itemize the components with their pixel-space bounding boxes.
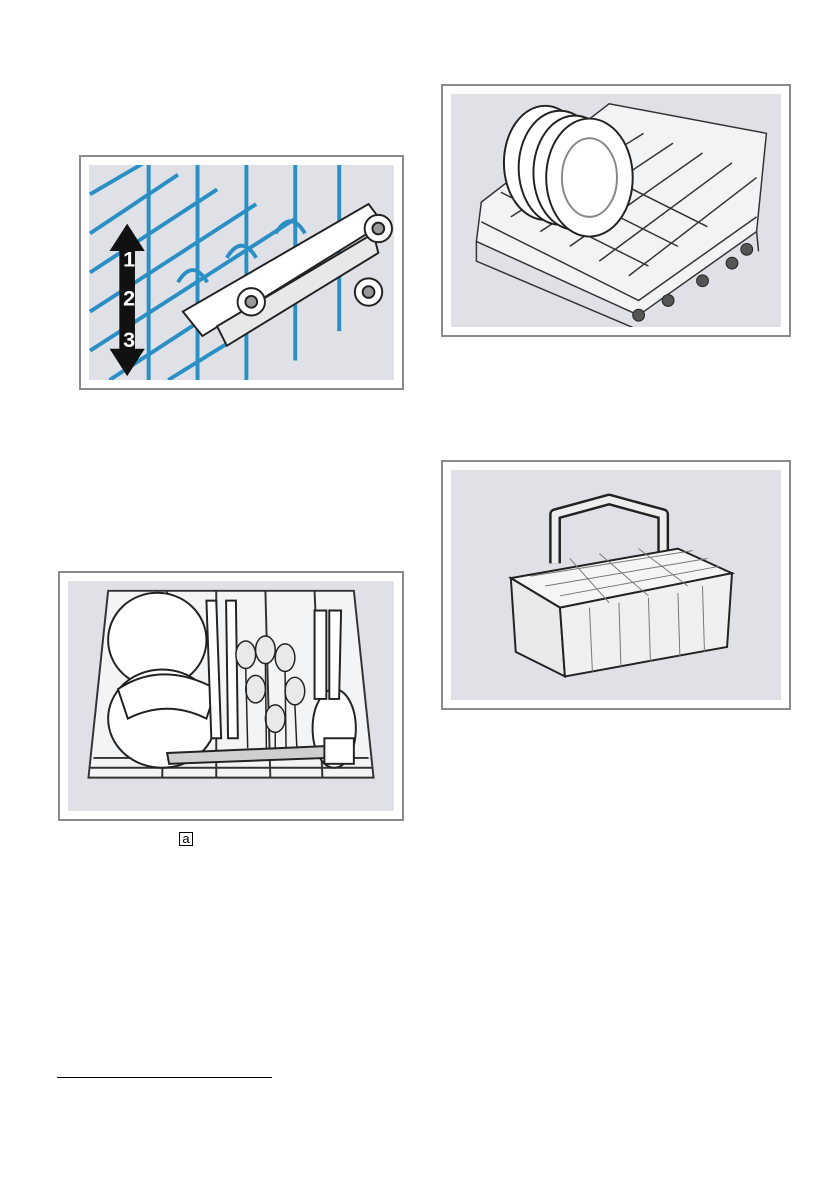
- figure-upper-rack-plates: [441, 84, 791, 337]
- cutlery-basket-illustration: [451, 470, 781, 700]
- upper-rack-illustration: [451, 94, 781, 327]
- callout-label-a: a: [179, 832, 193, 846]
- figure-cutlery-basket: [441, 460, 791, 710]
- level-label-1: 1: [123, 248, 135, 272]
- footnote-rule: [57, 1077, 272, 1078]
- level-label-2: 2: [123, 287, 135, 311]
- lower-rack-illustration: [68, 581, 394, 811]
- rack-height-illustration: 1 2 3: [89, 165, 394, 380]
- figure-rack-height-adjustment: 1 2 3: [79, 155, 404, 390]
- figure-lower-rack-loaded: [58, 571, 404, 821]
- level-label-3: 3: [123, 328, 135, 352]
